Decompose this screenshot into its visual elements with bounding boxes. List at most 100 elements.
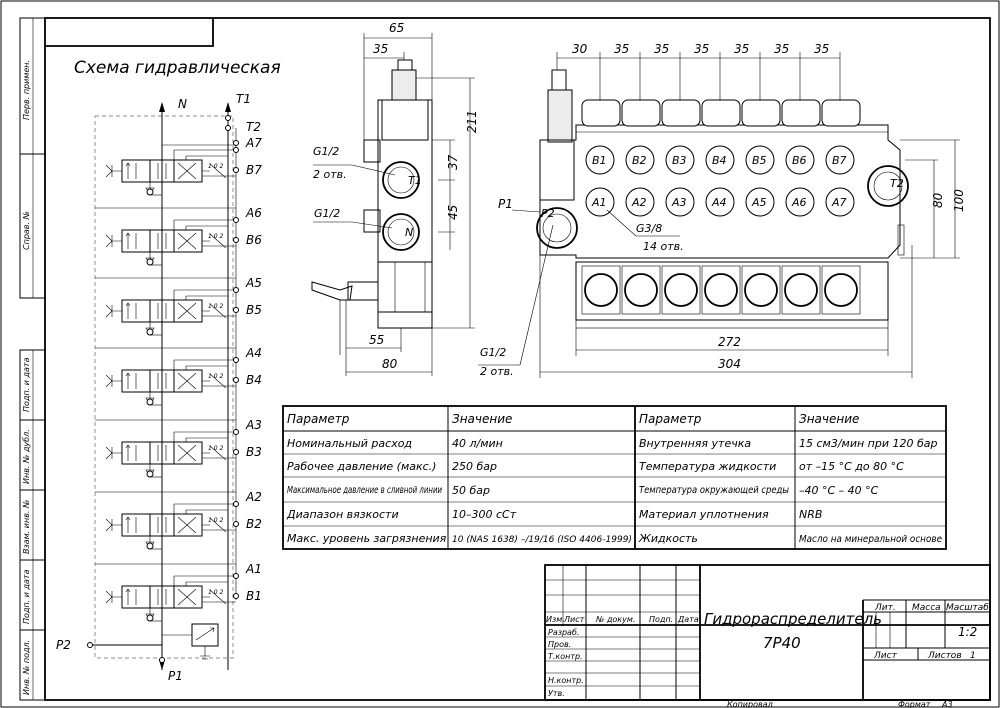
section-3: 1 0 2 A3 B3 (95, 418, 262, 478)
dim-100: 100 (952, 189, 966, 212)
title-block: Изм. Лист № докум. Подп. Дата Разраб. Пр… (544, 564, 991, 708)
dim-80-side: 80 (382, 357, 398, 371)
role-norm-control: Н.контр. (548, 676, 584, 685)
label-front-p2: P2 (541, 207, 555, 220)
scale-value: 1:2 (958, 625, 977, 639)
cell-r2-c2: 250 бар (452, 460, 497, 473)
port-a5: A5 (751, 196, 767, 209)
label-14-holes: 14 отв. (643, 240, 684, 253)
hydraulic-scheme: N T1 T2 P2 P1 1 0 2 (56, 92, 262, 683)
label-b6: B6 (246, 233, 262, 247)
port-b4: B4 (712, 154, 727, 167)
count-1: 2 отв. (313, 168, 347, 181)
svg-text:1 0 2: 1 0 2 (208, 373, 223, 380)
cell-r3-c3: Температура окружающей среды (639, 485, 789, 496)
label-a2: A2 (245, 490, 262, 504)
lit-label: Лит. (874, 603, 896, 613)
arrow-t1 (225, 102, 231, 112)
cell-r4-c2: 10–300 сСт (452, 508, 517, 521)
scheme-title: Схема гидравлическая (74, 58, 281, 78)
col-doc: № докум. (595, 615, 635, 624)
thread-1: G1/2 (313, 145, 339, 158)
format-value: А3 (941, 700, 953, 708)
port-n (382, 213, 420, 251)
hdr-value-1: Значение (452, 412, 512, 426)
port-a6: A6 (791, 196, 807, 209)
side-stamp: Перв. примен. Справ. № Подп. и дата Инв.… (19, 17, 46, 701)
dim-top-35-5: 35 (774, 42, 789, 56)
stamp-dup-inv: Инв. № дубл. (22, 429, 31, 484)
svg-text:1 0 2: 1 0 2 (208, 517, 223, 524)
count-3: 2 отв. (480, 365, 514, 378)
cell-r4-c3: Материал уплотнения (639, 508, 769, 521)
label-b3: B3 (246, 445, 262, 459)
sheets-value: 1 (970, 651, 976, 661)
dim-top-35-1: 35 (614, 42, 629, 56)
section-5: 1 0 2 A5 B5 (95, 276, 262, 336)
side-view: T1 N G1/2 2 отв. G1/2 G1/2 2 отв. 65 35 … (311, 21, 554, 378)
copied-label: Копировал (727, 700, 773, 708)
svg-text:1 0 2: 1 0 2 (208, 445, 223, 452)
port-b7: B7 (832, 154, 847, 167)
cell-r1-c2: 40 л/мин (452, 437, 503, 450)
port-b5: B5 (752, 154, 767, 167)
stamp-orig-inv: Инв. № подл. (22, 640, 31, 695)
cell-r1-c4: 15 см3/мин при 120 бар (799, 437, 938, 450)
top-left-stamp (45, 18, 214, 47)
dim-304: 304 (718, 357, 741, 371)
section-2: 1 0 2 A2 B2 (95, 490, 262, 550)
label-b7: B7 (246, 163, 262, 177)
dim-top-35-2: 35 (654, 42, 669, 56)
cell-r2-c1: Рабочее давление (макс.) (287, 460, 436, 473)
dim-272: 272 (718, 335, 741, 349)
port-b2: B2 (632, 154, 647, 167)
cell-r2-c4: от –15 °С до 80 °С (799, 460, 904, 473)
svg-text:1 0 2: 1 0 2 (208, 233, 223, 240)
dim-65: 65 (389, 21, 404, 35)
parameters-table: Параметр Значение Параметр Значение Номи… (282, 405, 947, 550)
col-list: Лист (563, 615, 585, 624)
port-a1: A1 (591, 196, 607, 209)
label-a4: A4 (245, 346, 262, 360)
label-b5: B5 (246, 303, 262, 317)
stamp-ref-no: Справ. № (22, 211, 31, 250)
top-caps (576, 99, 888, 133)
role-approved: Утв. (548, 689, 565, 698)
sheet-label: Лист (873, 651, 898, 661)
port-a7: A7 (831, 196, 847, 209)
cell-r2-c3: Температура жидкости (639, 460, 776, 473)
cell-r5-c2: 10 (NAS 1638) –/19/16 (ISO 4406-1999) (452, 535, 632, 545)
cell-r3-c4: –40 °С – 40 °С (799, 484, 879, 497)
role-tech-control: Т.контр. (548, 652, 583, 661)
dim-top-35-6: 35 (814, 42, 829, 56)
section-4: 1 0 2 A4 B4 (95, 346, 262, 406)
scale-label: Масштаб (946, 603, 989, 613)
drawing-name: Гидрораспределитель (704, 610, 882, 628)
bottom-spools (575, 261, 889, 329)
drawing-code: 7Р40 (763, 634, 801, 652)
cell-r5-c3: Жидкость (638, 532, 698, 545)
format-label: Формат (898, 700, 931, 708)
hdr-param-1: Параметр (287, 412, 350, 426)
dim-211: 211 (465, 110, 479, 133)
label-a1: A1 (245, 562, 262, 576)
label-p2: P2 (56, 638, 71, 652)
label-t1: T1 (236, 92, 251, 106)
label-thread-g38: G3/8 (636, 222, 662, 235)
thread-2: G1/2 (314, 207, 340, 220)
port-t1 (382, 161, 420, 199)
role-checked: Пров. (548, 640, 571, 649)
mass-label: Масса (912, 603, 941, 613)
dim-35-side: 35 (373, 42, 388, 56)
label-a6: A6 (245, 206, 262, 220)
cell-r1-c3: Внутренняя утечка (639, 437, 751, 450)
dim-top-30: 30 (572, 42, 588, 56)
port-a3: A3 (671, 196, 687, 209)
port-letter-t1: T1 (408, 174, 422, 187)
front-port-t2 (867, 165, 909, 207)
thread-3: G1/2 (480, 346, 506, 359)
a-ports-row: A1 A2 A3 A4 A5 A6 A7 (585, 187, 855, 217)
stamp-first-use: Перв. примен. (22, 60, 31, 120)
hdr-param-2: Параметр (639, 412, 702, 426)
col-date: Дата (677, 615, 699, 624)
